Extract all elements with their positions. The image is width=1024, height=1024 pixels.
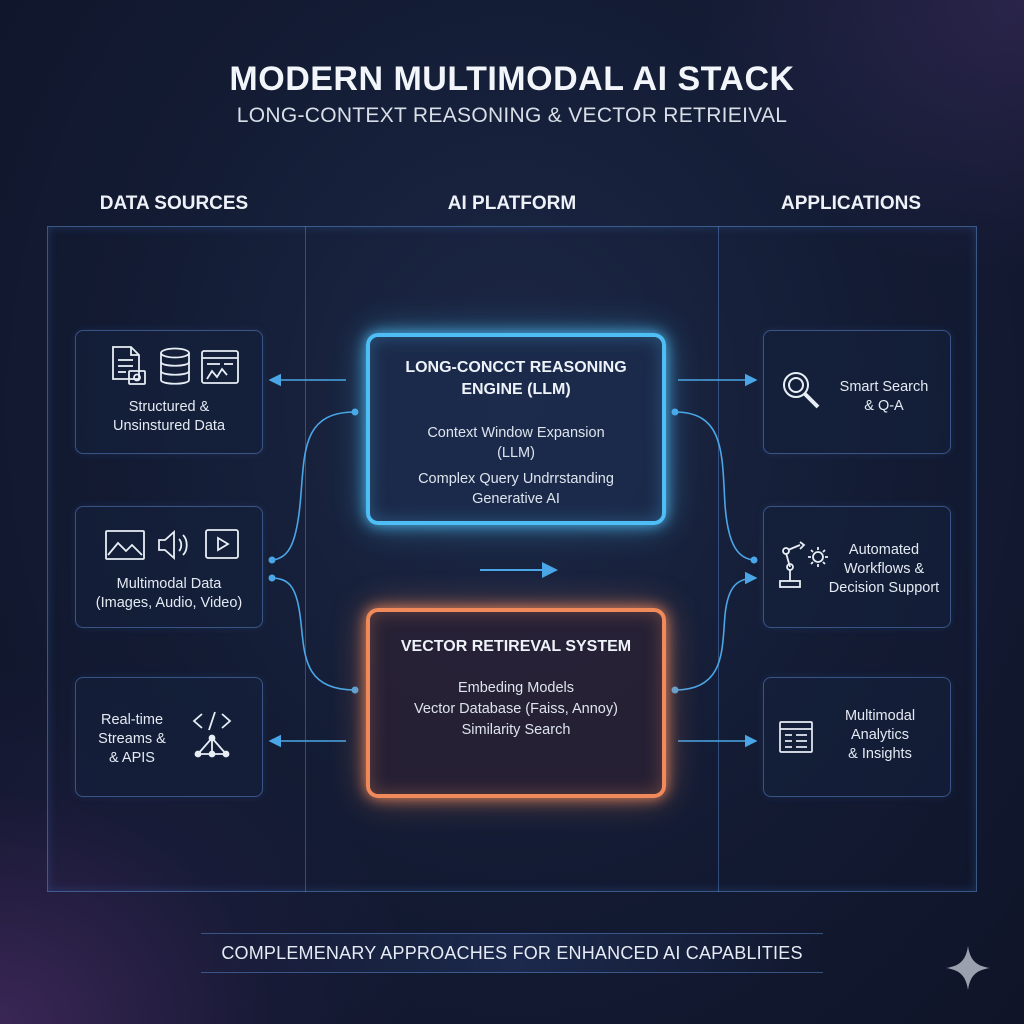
audio-icon xyxy=(158,529,188,561)
vector-feature-2: Vector Database (Faiss, Annoy) xyxy=(414,701,618,717)
footer-text: COMPLEMENARY APPROACHES FOR ENHANCED AI … xyxy=(221,943,803,963)
vector-feature-1: Embeding Models xyxy=(457,680,575,696)
vector-system-title: VECTOR RETIREVAL SYSTEM xyxy=(400,638,632,655)
network-icon xyxy=(194,734,230,758)
source-card-streams[interactable]: Real-time Streams & & APIS xyxy=(75,677,263,797)
curve-left-bottom xyxy=(269,577,356,691)
column-divider-left xyxy=(305,226,306,892)
source-label-line1: Multimodal Data xyxy=(116,576,222,592)
node-dot xyxy=(268,574,276,582)
app-label-line1: Multimodal xyxy=(844,708,916,724)
llm-engine-box[interactable]: LONG-CONCCT REASONING ENGINE (LLM) Conte… xyxy=(366,333,666,525)
app-label-line2: Analytics xyxy=(850,727,910,743)
app-label-line3: Decision Support xyxy=(828,580,940,596)
llm-feature-2: Complex Query Undrrstanding xyxy=(418,471,614,487)
node-dot xyxy=(351,686,359,694)
code-brackets-icon xyxy=(192,711,232,758)
vector-retrieval-box[interactable]: VECTOR RETIREVAL SYSTEM Embeding Models … xyxy=(366,608,666,798)
vector-feature-3: Similarity Search xyxy=(461,722,571,738)
page-title: MODERN MULTIMODAL AI STACK xyxy=(229,60,795,98)
dashboard-icon xyxy=(779,721,813,753)
app-card-smart-search[interactable]: Smart Search & Q-A xyxy=(763,330,951,454)
app-label-line1: Automated xyxy=(848,542,920,558)
app-card-multimodal-analytics[interactable]: Multimodal Analytics & Insights xyxy=(763,677,951,797)
database-icon xyxy=(160,347,190,385)
document-icon xyxy=(112,346,146,385)
node-dot xyxy=(268,556,276,564)
llm-engine-title-line2: ENGINE (LLM) xyxy=(461,381,571,398)
image-icon xyxy=(105,530,145,560)
robot-arm-icon xyxy=(779,541,828,588)
source-label-line1: Real-time xyxy=(100,712,164,728)
magnifier-icon xyxy=(783,372,820,409)
source-card-multimodal[interactable]: Multimodal Data (Images, Audio, Video) xyxy=(75,506,263,628)
llm-engine-title-line1: LONG-CONCCT REASONING xyxy=(405,359,627,376)
curve-right-top xyxy=(674,411,757,561)
app-label-line2: Workflows & xyxy=(843,561,925,577)
page-subtitle: LONG-CONTEXT REASONING & VECTOR RETRIEIV… xyxy=(236,104,788,127)
app-label-line1: Smart Search xyxy=(839,379,929,395)
source-card-structured[interactable]: Structured & Unsinstured Data xyxy=(75,330,263,454)
source-label-line1: Structured & xyxy=(128,399,210,415)
app-label-line2: & Q-A xyxy=(864,398,904,414)
source-label-line3: & APIS xyxy=(109,750,155,766)
sparkle-icon xyxy=(946,946,990,990)
app-card-automated-workflows[interactable]: Automated Workflows & Decision Support xyxy=(763,506,951,628)
node-dot xyxy=(750,556,758,564)
llm-feature-1: Context Window Expansion xyxy=(427,425,605,441)
footer-banner: COMPLEMENARY APPROACHES FOR ENHANCED AI … xyxy=(201,933,823,973)
column-heading-ai-platform: AI PLATFORM xyxy=(447,193,577,214)
node-dot xyxy=(671,686,679,694)
column-divider-right xyxy=(718,226,719,892)
source-label-line2: Unsinstured Data xyxy=(112,418,226,434)
gear-icon xyxy=(808,547,828,567)
node-dot xyxy=(671,408,679,416)
column-heading-applications: APPLICATIONS xyxy=(780,193,922,214)
source-label-line2: Streams & xyxy=(98,731,166,747)
video-icon xyxy=(205,529,239,559)
source-label-line2: (Images, Audio, Video) xyxy=(95,595,243,611)
app-label-line3: & Insights xyxy=(848,746,912,762)
llm-feature-3: Generative AI xyxy=(472,491,560,507)
curve-right-bottom xyxy=(674,571,758,691)
diagram-frame xyxy=(47,226,977,892)
curve-left-top xyxy=(269,411,356,561)
code-window-icon xyxy=(201,350,239,384)
node-dot xyxy=(351,408,359,416)
llm-feature-1b: (LLM) xyxy=(497,445,535,461)
column-heading-data-sources: DATA SOURCES xyxy=(99,193,249,214)
